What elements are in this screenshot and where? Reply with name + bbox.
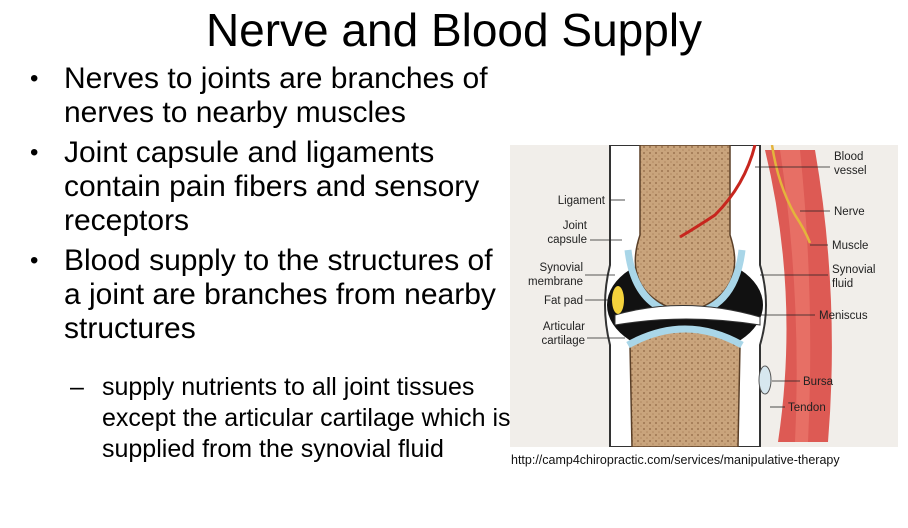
blood-vessel-shape [679,144,757,239]
label-bursa: Bursa [803,376,834,388]
bullet-dot-icon: • [30,247,39,274]
label-articular: Articular [543,321,585,333]
label-vessel: vessel [834,165,867,177]
leader-lines [585,166,830,408]
label-synovial: Synovial [540,262,583,274]
nerve-shape [770,144,812,244]
label-tendon: Tendon [788,402,826,414]
sub-bullet-text: supply nutrients to all joint tissues ex… [102,373,511,463]
label-cartilage: cartilage [542,335,585,347]
meniscus-shape [614,304,761,326]
label-joint: Joint [563,220,588,232]
label-synovial-fluid-2: fluid [832,278,853,290]
label-fat-pad: Fat pad [544,295,583,307]
femur-bone [634,144,736,314]
sub-bullet-item: – supply nutrients to all joint tissues … [70,372,522,465]
joint-diagram-svg: Ligament Joint capsule Synovial membrane… [528,144,875,448]
bullet-dot-icon: • [30,139,39,166]
bullet-text: Blood supply to the structures of a join… [64,244,496,345]
bullet-dot-icon: • [30,65,39,92]
bullet-item: • Blood supply to the structures of a jo… [30,244,510,346]
tibia-bone [629,330,741,448]
bullet-item: • Joint capsule and ligaments contain pa… [30,136,510,238]
dash-icon: – [70,373,84,401]
slide-title: Nerve and Blood Supply [205,4,703,56]
label-muscle: Muscle [832,240,868,252]
label-membrane: membrane [528,276,583,288]
lower-cartilage [626,325,744,349]
bullet-list: • Nerves to joints are branches of nerve… [30,62,510,352]
bullet-text: Nerves to joints are branches of nerves … [64,62,488,129]
muscle-highlight [780,150,811,442]
label-ligament: Ligament [558,195,606,207]
label-capsule: capsule [547,234,587,246]
bullet-text: Joint capsule and ligaments contain pain… [64,136,480,237]
figure-caption: http://camp4chiropractic.com/services/ma… [511,453,840,467]
label-blood: Blood [834,151,863,163]
bullet-item: • Nerves to joints are branches of nerve… [30,62,510,130]
fat-pad-shape [612,286,624,314]
label-nerve: Nerve [834,206,865,218]
joint-diagram: Ligament Joint capsule Synovial membrane… [510,144,898,448]
label-meniscus: Meniscus [819,310,868,322]
label-synovial-fluid-1: Synovial [832,264,875,276]
bursa-shape [758,365,772,395]
